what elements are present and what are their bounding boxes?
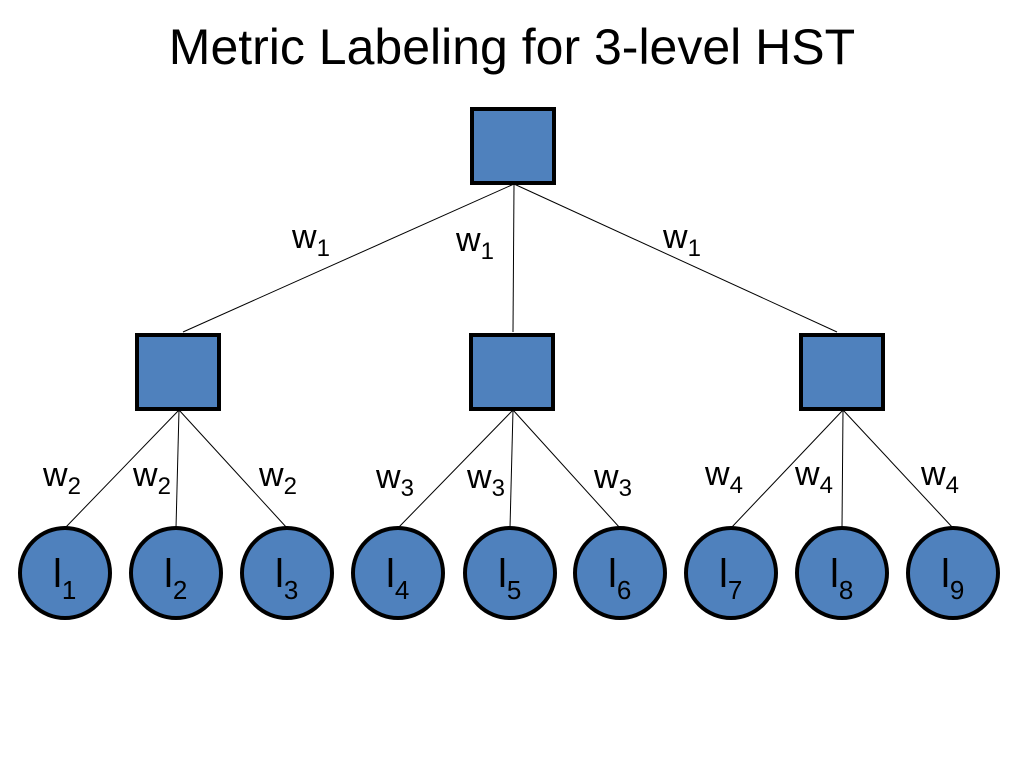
edge-label-node-3-2: w4 bbox=[794, 455, 833, 499]
edge-node-1-to-leaf bbox=[175, 409, 180, 529]
leaf-label-subscript: 8 bbox=[839, 575, 853, 605]
edge-weight-symbol: w bbox=[375, 458, 401, 496]
slide-title: Metric Labeling for 3-level HST bbox=[169, 19, 855, 75]
edge-weight-subscript: 2 bbox=[68, 473, 81, 500]
leaf-node bbox=[684, 526, 778, 620]
leaf-label-subscript: 2 bbox=[173, 575, 187, 605]
leaf-label: l3 bbox=[275, 552, 298, 605]
internal-node-2 bbox=[469, 333, 555, 411]
edge-weight-subscript: 3 bbox=[401, 475, 414, 502]
edge-weight-symbol: w bbox=[662, 218, 688, 256]
edge-weight-subscript: 3 bbox=[619, 475, 632, 502]
edge-weight-subscript: 1 bbox=[688, 235, 701, 262]
edge-node-3-to-leaf bbox=[842, 409, 954, 529]
leaf-label: l5 bbox=[498, 552, 521, 605]
leaf-label-subscript: 7 bbox=[728, 575, 742, 605]
edge-root-to-node-1 bbox=[182, 183, 515, 333]
edge-weight-symbol: w bbox=[593, 458, 619, 496]
edge-label-node-3-1: w4 bbox=[704, 455, 743, 499]
leaf-label-symbol: l bbox=[53, 552, 62, 596]
internal-node-3 bbox=[799, 333, 885, 411]
edge-node-3-to-leaf bbox=[841, 409, 844, 529]
leaf-label: l1 bbox=[53, 552, 76, 605]
edge-weight-symbol: w bbox=[466, 458, 492, 496]
leaf-node bbox=[240, 526, 334, 620]
leaf-label-symbol: l bbox=[164, 552, 173, 596]
edge-label-root-1: w1 bbox=[291, 218, 330, 262]
leaf-node bbox=[573, 526, 667, 620]
edge-weight-symbol: w bbox=[704, 455, 730, 493]
leaf-label-subscript: 6 bbox=[617, 575, 631, 605]
root-node bbox=[470, 107, 556, 185]
edge-label-node-1-3: w2 bbox=[258, 456, 297, 500]
edge-node-1-to-leaf bbox=[178, 409, 288, 529]
edge-label-node-3-3: w4 bbox=[920, 455, 959, 499]
edge-node-2-to-leaf bbox=[512, 409, 621, 529]
leaf-label: l6 bbox=[608, 552, 631, 605]
edge-root-to-node-3 bbox=[513, 183, 838, 333]
edge-weight-subscript: 2 bbox=[284, 473, 297, 500]
edge-weight-subscript: 2 bbox=[158, 473, 171, 500]
edge-weight-subscript: 3 bbox=[492, 475, 505, 502]
edge-weight-symbol: w bbox=[920, 455, 946, 493]
edge-weight-symbol: w bbox=[794, 455, 820, 493]
leaf-label-subscript: 3 bbox=[284, 575, 298, 605]
leaf-label-subscript: 4 bbox=[395, 575, 409, 605]
edge-weight-symbol: w bbox=[291, 218, 317, 256]
leaf-label-symbol: l bbox=[719, 552, 728, 596]
leaf-label: l4 bbox=[386, 552, 409, 605]
leaf-label: l8 bbox=[830, 552, 853, 605]
edge-weight-subscript: 1 bbox=[317, 235, 330, 262]
edge-node-3-to-leaf bbox=[730, 409, 844, 529]
edge-weight-subscript: 1 bbox=[481, 238, 494, 265]
tree-edges bbox=[64, 183, 954, 529]
edge-label-root-2: w1 bbox=[455, 221, 494, 265]
leaf-label-symbol: l bbox=[608, 552, 617, 596]
leaf-label-symbol: l bbox=[275, 552, 284, 596]
edge-weight-subscript: 4 bbox=[730, 472, 743, 499]
leaf-node bbox=[129, 526, 223, 620]
edge-label-node-1-2: w2 bbox=[132, 456, 171, 500]
edge-root-to-node-2 bbox=[512, 183, 515, 333]
leaf-label-symbol: l bbox=[941, 552, 950, 596]
edge-weight-symbol: w bbox=[132, 456, 158, 494]
edge-label-node-2-3: w3 bbox=[593, 458, 632, 502]
leaf-node bbox=[906, 526, 1000, 620]
edge-weight-subscript: 4 bbox=[820, 472, 833, 499]
edge-weight-symbol: w bbox=[258, 456, 284, 494]
leaf-label: l7 bbox=[719, 552, 742, 605]
edge-label-node-2-1: w3 bbox=[375, 458, 414, 502]
leaf-node bbox=[18, 526, 112, 620]
leaf-node bbox=[795, 526, 889, 620]
leaf-node bbox=[463, 526, 557, 620]
leaf-node bbox=[351, 526, 445, 620]
leaf-label-subscript: 1 bbox=[62, 575, 76, 605]
leaf-label-symbol: l bbox=[386, 552, 395, 596]
leaf-label-subscript: 5 bbox=[507, 575, 521, 605]
leaf-label-symbol: l bbox=[498, 552, 507, 596]
edge-label-node-1-1: w2 bbox=[42, 456, 81, 500]
leaf-label: l9 bbox=[941, 552, 964, 605]
edge-label-root-3: w1 bbox=[662, 218, 701, 262]
leaf-label-subscript: 9 bbox=[950, 575, 964, 605]
edge-node-2-to-leaf bbox=[397, 409, 514, 529]
edge-label-node-2-2: w3 bbox=[466, 458, 505, 502]
internal-node-1 bbox=[135, 333, 221, 411]
edge-node-1-to-leaf bbox=[64, 409, 180, 529]
leaf-label-symbol: l bbox=[830, 552, 839, 596]
leaf-label: l2 bbox=[164, 552, 187, 605]
edge-weight-symbol: w bbox=[42, 456, 68, 494]
edge-weight-symbol: w bbox=[455, 221, 481, 259]
edge-weight-subscript: 4 bbox=[946, 472, 959, 499]
edge-node-2-to-leaf bbox=[509, 409, 514, 529]
